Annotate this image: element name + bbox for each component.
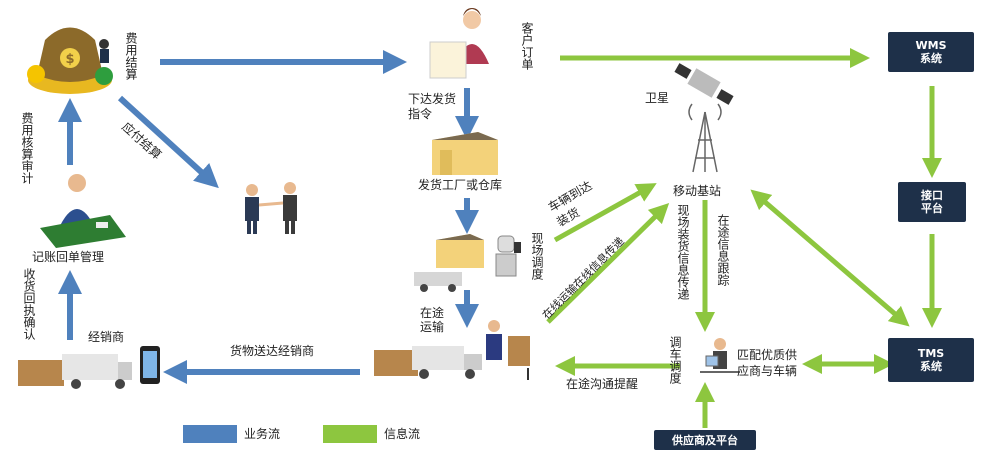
info-flow-arrows (546, 48, 942, 428)
wms-system-box: WMS 系统 (888, 32, 974, 72)
mobile-base-label: 移动基站 (673, 184, 722, 198)
onsite-dispatch-label: 现场调度 (530, 232, 544, 280)
fee-audit-label: 费用核算审计 (20, 112, 34, 184)
bookkeeping-label: 记账回单管理 (32, 250, 105, 264)
interface-platform-box: 接口 平台 (898, 182, 966, 222)
match-supplier-label-2: 应商与车辆 (737, 364, 798, 378)
supplier-platform-label: 供应商及平台 (672, 433, 738, 447)
onsite-dispatch-illustration (414, 234, 521, 292)
fee-settlement-label: 费用结算 (124, 32, 138, 80)
legend-swatch-business (183, 425, 237, 443)
onsite-loading-info-label: 现场装货信息传递 (676, 204, 690, 300)
customer-order-label: 客户订单 (520, 22, 534, 70)
handshake-illustration (245, 182, 297, 234)
in-transit-illustration (374, 320, 530, 380)
in-transit-reminder-label: 在途沟通提醒 (566, 377, 639, 391)
in-transit-label: 在途运输 (420, 306, 445, 334)
legend-business-label: 业务流 (244, 427, 281, 441)
satellite-illustration (674, 63, 734, 105)
arrow-base-tms (750, 189, 910, 327)
arrow-vehicle-arrive (553, 183, 657, 243)
ship-factory-label: 发货工厂或仓库 (418, 178, 503, 192)
distributor-illustration (18, 346, 160, 389)
tms-line1: TMS (917, 347, 945, 360)
receipt-confirm-label: 收货回执确认 (22, 268, 36, 340)
cell-tower-illustration (688, 103, 722, 173)
interface-line1: 接口 (921, 189, 943, 202)
warehouse-illustration (432, 132, 498, 175)
dispatch-label: 调车调度 (668, 336, 682, 384)
issue-order-label: 下达发货指令 (408, 92, 457, 121)
goods-delivered-label: 货物送达经销商 (230, 344, 315, 358)
satellite-label: 卫星 (645, 91, 670, 105)
svg-text:$: $ (65, 52, 74, 67)
business-flow-arrows (58, 50, 479, 384)
in-transit-track-label: 在途信息跟踪 (716, 214, 730, 286)
supplier-platform-box: 供应商及平台 (654, 430, 756, 450)
legend-swatch-info (323, 425, 377, 443)
legend-info-label: 信息流 (384, 427, 421, 441)
money-bags-illustration: $ (27, 27, 113, 94)
wms-line2: 系统 (920, 52, 942, 65)
tms-line2: 系统 (920, 360, 942, 373)
dispatcher-illustration (700, 338, 740, 373)
wms-line1: WMS (915, 39, 947, 52)
customer-woman-illustration (429, 8, 489, 79)
distributor-label: 经销商 (88, 330, 125, 344)
interface-line2: 平台 (921, 202, 943, 215)
arrow-online-transport (546, 202, 670, 324)
match-supplier-label-1: 匹配优质供 (737, 348, 798, 362)
tms-system-box: TMS 系统 (888, 338, 974, 382)
arrow-settlement-to-payable (117, 95, 219, 189)
accountant-illustration (40, 174, 126, 248)
